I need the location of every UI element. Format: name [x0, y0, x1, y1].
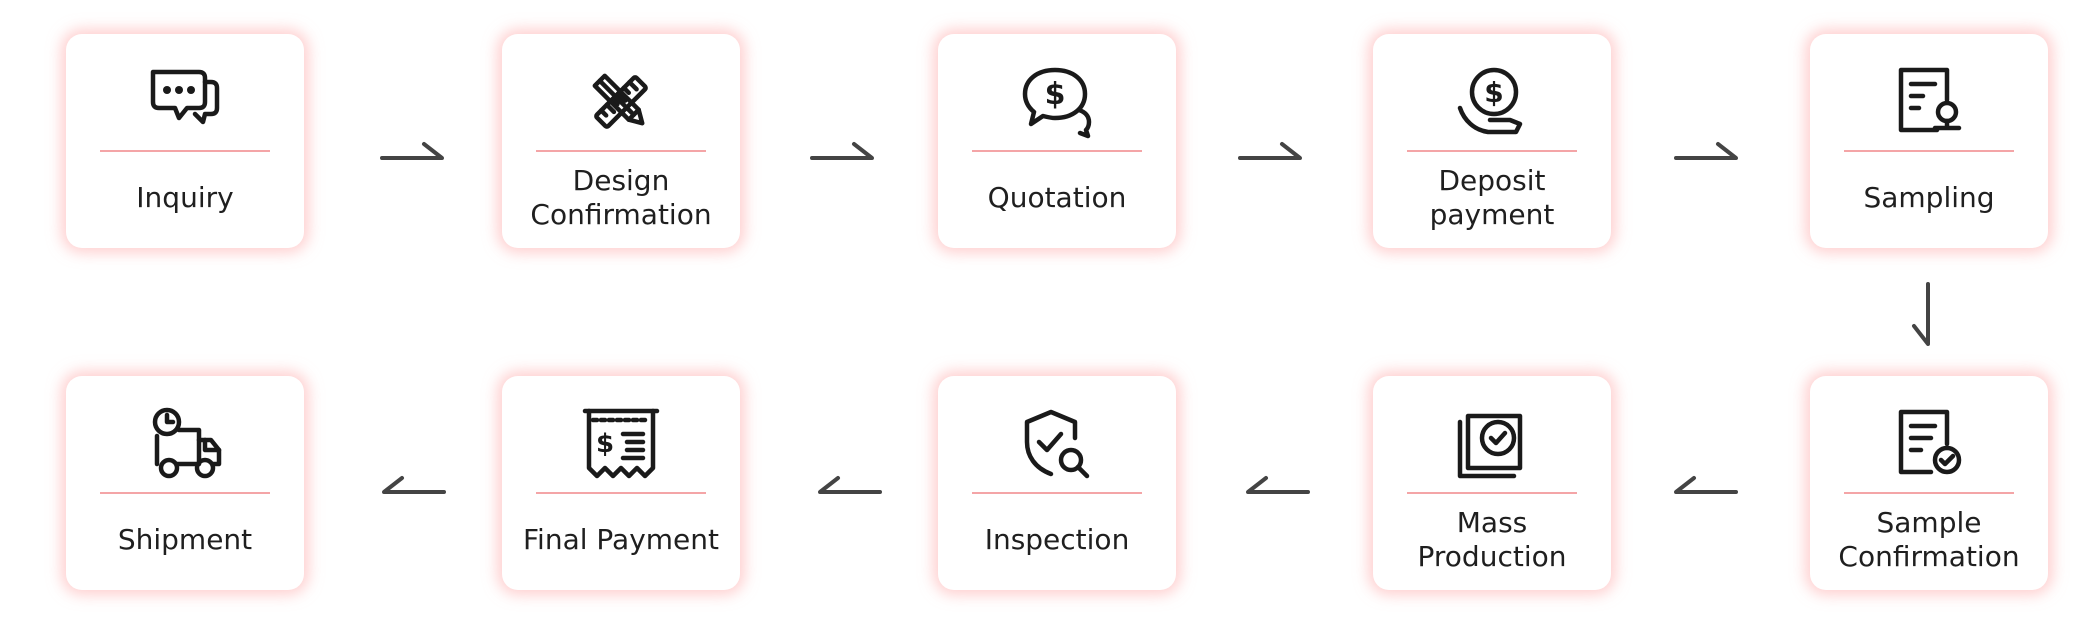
step-card-design-confirmation: Design Confirmation	[502, 34, 740, 248]
arrow-right-icon	[810, 142, 874, 160]
step-label: Mass Production	[1417, 506, 1567, 573]
card-divider	[972, 150, 1142, 152]
arrow-left-icon	[1674, 476, 1738, 494]
step-label: Sampling	[1863, 181, 1995, 214]
arrow-left-icon	[818, 476, 882, 494]
step-label: Final Payment	[522, 523, 719, 556]
svg-text:$: $	[1484, 76, 1503, 109]
card-divider	[1407, 492, 1577, 494]
shield-magnifier-icon	[938, 404, 1176, 484]
step-card-sample-confirmation: Sample Confirmation	[1810, 376, 2048, 590]
step-label: Quotation	[987, 181, 1127, 214]
arrow-left-icon	[1246, 476, 1310, 494]
arrow-left-icon	[382, 476, 446, 494]
step-card-shipment: Shipment	[66, 376, 304, 590]
step-card-deposit-payment: $ Deposit payment	[1373, 34, 1611, 248]
arrow-right-icon	[380, 142, 444, 160]
arrow-right-icon	[1238, 142, 1302, 160]
step-label: Sample Confirmation	[1838, 506, 2020, 573]
card-divider	[536, 492, 706, 494]
card-divider	[100, 150, 270, 152]
delivery-truck-clock-icon	[66, 404, 304, 484]
step-card-sampling: Sampling	[1810, 34, 2048, 248]
card-divider	[536, 150, 706, 152]
arrow-right-icon	[1674, 142, 1738, 160]
document-check-icon	[1810, 404, 2048, 484]
step-card-mass-production: Mass Production	[1373, 376, 1611, 590]
hand-coin-icon: $	[1373, 62, 1611, 142]
step-card-quotation: $ Quotation	[938, 34, 1176, 248]
card-divider	[100, 492, 270, 494]
step-card-final-payment: $ Final Payment	[502, 376, 740, 590]
dollar-speech-bubble-icon: $	[938, 62, 1176, 142]
step-label: Deposit payment	[1429, 164, 1555, 231]
step-label: Inspection	[984, 523, 1130, 556]
svg-text:$: $	[1045, 77, 1066, 112]
card-divider	[1844, 150, 2014, 152]
pencil-ruler-icon	[502, 62, 740, 142]
stacked-layers-check-icon	[1373, 404, 1611, 484]
step-card-inspection: Inspection	[938, 376, 1176, 590]
step-label: Shipment	[117, 523, 253, 556]
card-divider	[972, 492, 1142, 494]
document-stamp-icon	[1810, 62, 2048, 142]
step-label: Inquiry	[136, 181, 234, 214]
receipt-icon: $	[502, 404, 740, 484]
card-divider	[1844, 492, 2014, 494]
svg-text:$: $	[596, 429, 614, 459]
arrow-down-icon	[1912, 282, 1930, 346]
card-divider	[1407, 150, 1577, 152]
step-card-inquiry: Inquiry	[66, 34, 304, 248]
step-label: Design Confirmation	[530, 164, 712, 231]
chat-bubbles-icon	[66, 62, 304, 142]
